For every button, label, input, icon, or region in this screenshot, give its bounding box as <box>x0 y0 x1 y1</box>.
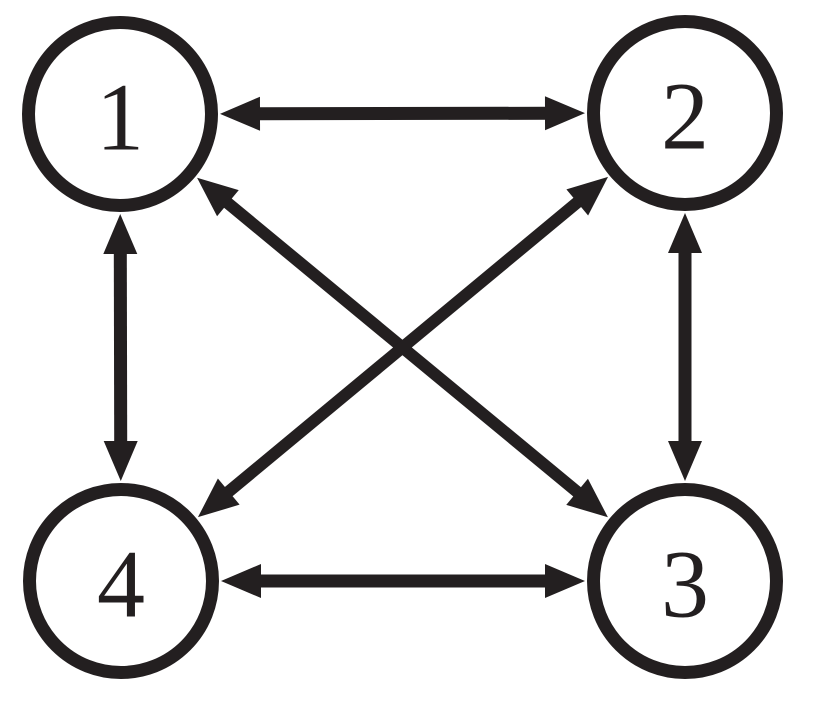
node-3[interactable]: 3 <box>587 483 783 679</box>
edge-shaft <box>255 106 550 121</box>
arrowhead-toward-4 <box>103 440 138 482</box>
arrowhead-toward-1 <box>197 177 239 217</box>
arrowhead-toward-2 <box>668 213 702 253</box>
arrowhead-toward-1 <box>103 213 138 255</box>
nodes-layer: 1 2 3 4 <box>22 15 783 679</box>
node-label-4: 4 <box>97 531 145 638</box>
edges-layer <box>103 96 702 598</box>
edge-4-3 <box>221 564 585 598</box>
arrowhead-toward-4 <box>197 478 240 518</box>
node-2[interactable]: 2 <box>587 15 783 211</box>
node-label-3: 3 <box>661 531 709 638</box>
node-circle-2[interactable] <box>587 15 783 211</box>
arrowhead-toward-2 <box>544 96 586 131</box>
arrowhead-toward-3 <box>545 564 585 598</box>
edge-2-3 <box>668 213 702 481</box>
node-circle-3[interactable] <box>587 483 783 679</box>
arrowhead-toward-3 <box>668 441 702 481</box>
node-4[interactable]: 4 <box>23 483 219 679</box>
edge-1-4 <box>103 213 138 482</box>
node-circle-4[interactable] <box>23 483 219 679</box>
node-circle-1[interactable] <box>22 16 218 212</box>
arrowhead-toward-2 <box>566 176 609 216</box>
edge-1-2 <box>219 96 586 131</box>
arrowhead-toward-4 <box>221 564 261 598</box>
node-1[interactable]: 1 <box>22 16 218 212</box>
node-label-1: 1 <box>96 64 144 171</box>
edge-shaft <box>221 195 585 499</box>
edge-2-4 <box>197 176 609 518</box>
arrowhead-toward-1 <box>219 96 261 131</box>
node-label-2: 2 <box>661 63 709 170</box>
arrowhead-toward-3 <box>566 478 608 518</box>
